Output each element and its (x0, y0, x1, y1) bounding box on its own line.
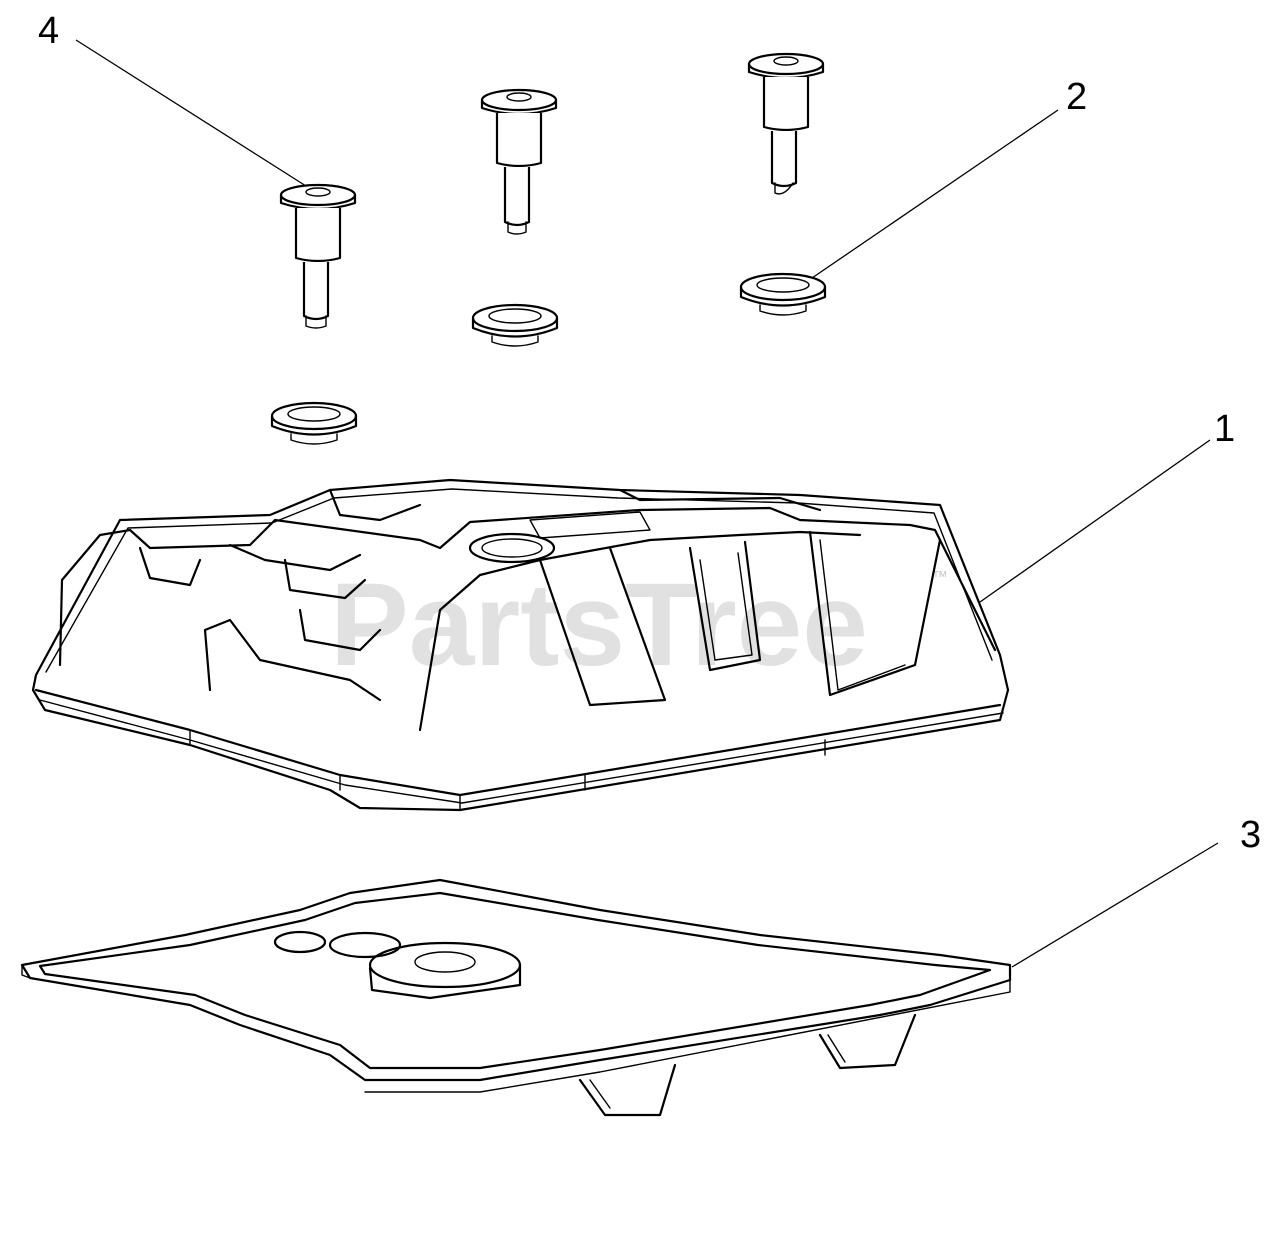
valve-cover (31, 478, 1010, 812)
callout-1: 1 (1214, 408, 1236, 450)
callout-4: 4 (38, 10, 60, 52)
screw-right (747, 52, 825, 195)
leader-4 (75, 39, 307, 187)
grommet-right (739, 272, 827, 316)
watermark-trademark: ™ (932, 569, 948, 586)
leader-lines (75, 39, 1219, 968)
grommet-middle (471, 303, 559, 347)
screw-left (279, 183, 357, 329)
screw-middle (480, 88, 558, 235)
gasket (20, 878, 1012, 1117)
watermark-text: PartsTree (330, 559, 868, 691)
callout-2: 2 (1066, 76, 1088, 118)
callout-3: 3 (1240, 814, 1262, 856)
watermark: PartsTree ™ (330, 559, 948, 691)
grommet-left (270, 401, 358, 445)
leader-3 (1011, 842, 1219, 968)
leader-1 (979, 439, 1211, 603)
leader-2 (811, 109, 1059, 279)
